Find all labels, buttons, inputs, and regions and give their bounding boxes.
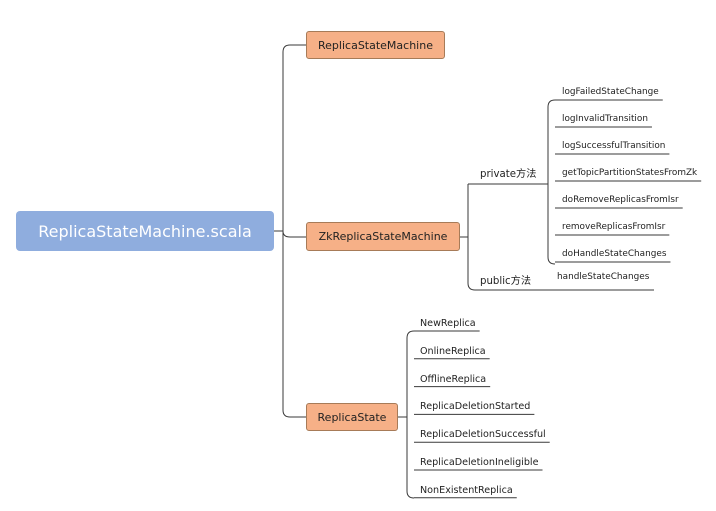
replica-state-0[interactable]: NewReplica — [420, 318, 476, 329]
replica-state-4[interactable]: ReplicaDeletionSuccessful — [420, 429, 546, 441]
connector-zk-vertical — [467, 184, 476, 291]
public-method-0[interactable]: handleStateChanges — [557, 272, 650, 282]
connector-to-zk-replica-state-machine — [282, 230, 306, 238]
connector-rs-vertical — [406, 330, 415, 499]
connector-trunk-vertical — [282, 44, 291, 418]
replica-state-6[interactable]: NonExistentReplica — [420, 484, 513, 496]
replica-state-5[interactable]: ReplicaDeletionIneligible — [420, 457, 539, 468]
private-method-6[interactable]: doHandleStateChanges — [562, 249, 667, 259]
replica-state-2[interactable]: OfflineReplica — [420, 373, 487, 385]
private-method-2[interactable]: logSuccessfulTransition — [562, 141, 666, 151]
node-replica-state[interactable]: ReplicaState — [306, 403, 398, 431]
private-method-0[interactable]: logFailedStateChange — [562, 87, 659, 97]
private-methods-label[interactable]: private方法 — [480, 169, 537, 180]
private-method-1[interactable]: logInvalidTransition — [562, 114, 648, 124]
replica-state-3[interactable]: ReplicaDeletionStarted — [420, 401, 531, 413]
node-zk-replica-state-machine[interactable]: ZkReplicaStateMachine — [306, 222, 460, 251]
private-method-4[interactable]: doRemoveReplicasFromIsr — [562, 195, 679, 205]
private-method-5[interactable]: removeReplicasFromIsr — [562, 222, 666, 232]
root-node[interactable]: ReplicaStateMachine.scala — [16, 211, 274, 251]
replica-state-1[interactable]: OnlineReplica — [420, 345, 486, 357]
connector-private-vertical — [547, 99, 556, 265]
node-replica-state-machine[interactable]: ReplicaStateMachine — [306, 31, 445, 59]
public-methods-label[interactable]: public方法 — [480, 276, 532, 287]
private-method-3[interactable]: getTopicPartitionStatesFromZk — [562, 168, 698, 178]
